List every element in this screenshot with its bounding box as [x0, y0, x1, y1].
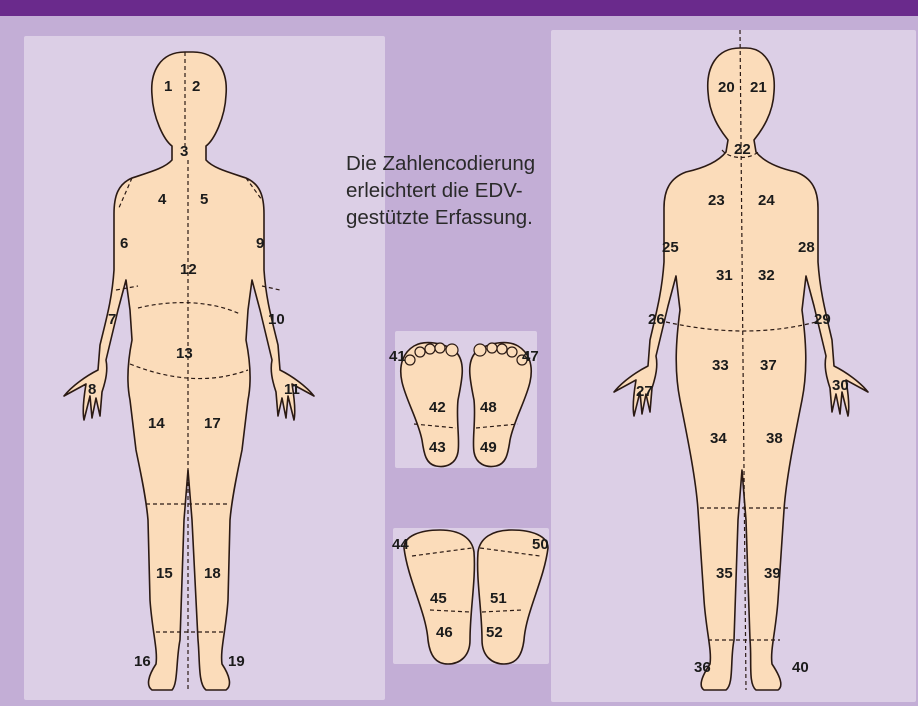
region-label: 28	[798, 239, 815, 256]
region-label: 51	[490, 590, 507, 607]
region-label: 24	[758, 192, 775, 209]
region-label: 38	[766, 430, 783, 447]
region-label: 11	[284, 381, 300, 398]
region-label: 13	[176, 345, 193, 362]
region-label: 40	[792, 659, 809, 676]
region-label: 37	[760, 357, 777, 374]
region-label: 33	[712, 357, 729, 374]
region-label: 46	[436, 624, 453, 641]
region-label: 17	[204, 415, 221, 432]
front-body-figure	[64, 52, 314, 690]
region-label: 12	[180, 261, 197, 278]
region-label: 18	[204, 565, 221, 582]
region-label: 39	[764, 565, 781, 582]
region-label: 3	[180, 143, 188, 160]
region-label: 31	[716, 267, 733, 284]
region-label: 15	[156, 565, 173, 582]
region-label: 25	[662, 239, 679, 256]
region-label: 30	[832, 377, 849, 394]
region-label: 29	[814, 311, 831, 328]
caption-text: Die Zahlencodierung erleichtert die EDV-…	[346, 150, 596, 231]
region-label: 16	[134, 653, 151, 670]
soles-figure	[401, 343, 532, 467]
region-label: 44	[392, 536, 409, 553]
region-label: 7	[108, 311, 116, 328]
region-label: 36	[694, 659, 711, 676]
region-label: 2	[192, 78, 200, 95]
region-label: 6	[120, 235, 128, 252]
region-label: 43	[429, 439, 446, 456]
region-label: 23	[708, 192, 725, 209]
region-label: 10	[268, 311, 285, 328]
caption-line: gestützte Erfassung.	[346, 204, 596, 231]
region-label: 50	[532, 536, 549, 553]
region-label: 9	[256, 235, 264, 252]
region-label: 49	[480, 439, 497, 456]
region-label: 32	[758, 267, 775, 284]
region-label: 5	[200, 191, 208, 208]
region-label: 20	[718, 79, 735, 96]
region-label: 19	[228, 653, 245, 670]
region-label: 14	[148, 415, 165, 432]
region-label: 4	[158, 191, 167, 208]
region-label: 1	[164, 78, 172, 95]
region-label: 52	[486, 624, 503, 641]
region-label: 42	[429, 399, 446, 416]
region-label: 41	[389, 348, 406, 365]
region-label: 26	[648, 311, 665, 328]
region-label: 8	[88, 381, 96, 398]
region-label: 45	[430, 590, 447, 607]
region-label: 27	[636, 383, 653, 400]
region-label: 48	[480, 399, 497, 416]
region-label: 21	[750, 79, 767, 96]
caption-line: Die Zahlencodierung	[346, 150, 596, 177]
region-label: 47	[522, 348, 539, 365]
region-label: 34	[710, 430, 727, 447]
caption-line: erleichtert die EDV-	[346, 177, 596, 204]
foot-tops-figure	[404, 530, 548, 664]
region-label: 22	[734, 141, 751, 158]
region-label: 35	[716, 565, 733, 582]
